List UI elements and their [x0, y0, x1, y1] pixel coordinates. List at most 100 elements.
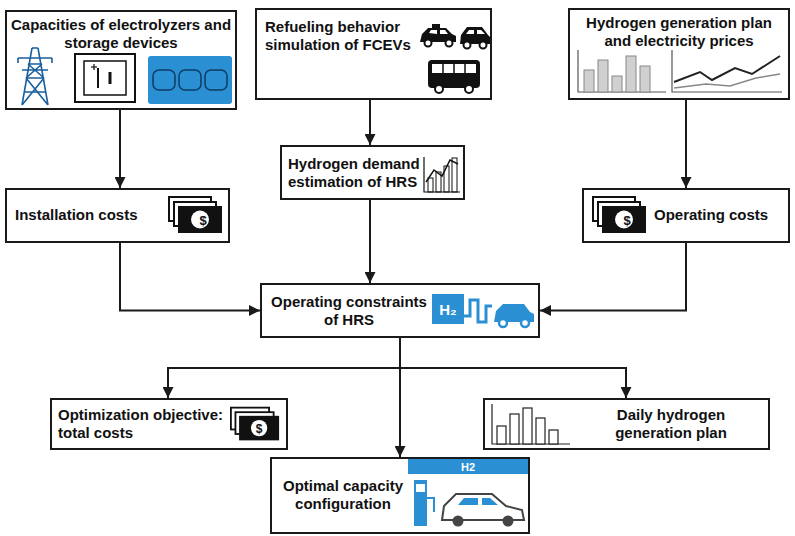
- box-label: Daily hydrogen generation plan: [577, 406, 765, 442]
- price-line-chart: [672, 50, 782, 92]
- station-car-icon: [408, 459, 528, 527]
- box-label: Capacities of electrolyzers and storage …: [9, 16, 233, 52]
- demand-chart-icon: [424, 157, 460, 192]
- flow-arrow: [369, 100, 371, 145]
- input-box: Refueling behavior simulation of FCEVs: [255, 8, 492, 100]
- icon-part: [497, 426, 506, 444]
- icon-part: [432, 294, 464, 324]
- demand-box: Hydrogen demand estimation of HRS: [280, 145, 465, 200]
- output-box: Daily hydrogen generation plan: [483, 398, 770, 450]
- flow-arrow: [685, 100, 687, 188]
- icon-part: [536, 418, 545, 444]
- icon-part: [464, 300, 492, 322]
- icon-part: [458, 498, 498, 505]
- icon-part: [464, 42, 471, 49]
- currency-symbol: $: [199, 214, 206, 227]
- constraint-box: Operating constraints of HRS: [260, 283, 540, 338]
- icon-part: [549, 430, 558, 444]
- icon-part: [148, 56, 232, 104]
- icon-part: [432, 64, 476, 73]
- icon-part: [442, 64, 444, 73]
- box-label: Refueling behavior simulation of FCEVs: [265, 18, 415, 54]
- flow-arrow: [540, 243, 686, 311]
- cost-box: Installation costs: [5, 188, 230, 243]
- icon-part: [429, 30, 448, 34]
- storage-tanks: [148, 56, 232, 104]
- icon-part: [612, 76, 622, 92]
- icon-part: [75, 54, 135, 102]
- icon-part: [427, 498, 434, 512]
- icon-part: [424, 157, 460, 192]
- icon-part: [416, 484, 425, 492]
- icon-part: [674, 56, 780, 82]
- icon-part: [205, 70, 227, 90]
- transmission-tower: [18, 48, 52, 105]
- input-box: Hydrogen generation plan and electricity…: [568, 8, 790, 100]
- car-icon: [460, 27, 490, 49]
- icon-part: [672, 50, 782, 92]
- icon-part: [428, 178, 433, 192]
- box-label: Operating costs: [654, 206, 786, 224]
- text-area: Hydrogen demand estimation of HRS: [288, 155, 426, 191]
- electrolyzer-symbol: [75, 54, 135, 102]
- flow-arrow: [119, 110, 121, 188]
- box-label: Operating constraints of HRS: [268, 293, 430, 329]
- box-label: Optimal capacity configuration: [276, 477, 410, 513]
- icon-part: [523, 408, 532, 444]
- flow-arrow: [400, 338, 626, 398]
- icon-part: [466, 30, 485, 34]
- taxi-icon: [420, 24, 456, 47]
- flow-arrow: [120, 243, 260, 311]
- hydrogen-mark: H₂: [439, 302, 457, 317]
- icon-part: [97, 68, 99, 88]
- money-icon: [593, 197, 645, 232]
- text-area: Hydrogen generation plan and electricity…: [572, 14, 786, 50]
- input-box: Capacities of electrolyzers and storage …: [5, 10, 237, 110]
- flow-arrow: [369, 200, 371, 283]
- bus-icon: [428, 60, 480, 93]
- flow-arrow: [168, 338, 400, 398]
- icon-part: [640, 66, 650, 92]
- currency-symbol: $: [623, 214, 630, 227]
- objective-box: Optimization objective: total costs: [50, 398, 288, 450]
- text-area: Operating costs: [654, 206, 786, 224]
- bar-chart-icon: [578, 50, 666, 92]
- text-area: Installation costs: [15, 206, 167, 224]
- icon-part: [84, 61, 126, 95]
- text-area: Daily hydrogen generation plan: [577, 406, 765, 442]
- text-area: Operating constraints of HRS: [268, 293, 430, 329]
- money-icon: [231, 408, 278, 440]
- icon-part: [425, 40, 432, 47]
- icon-part: [153, 70, 175, 90]
- text-area: Capacities of electrolyzers and storage …: [9, 16, 233, 52]
- icon-part: [435, 85, 443, 93]
- icon-part: [179, 70, 201, 90]
- icon-part: [453, 516, 464, 527]
- icon-part: [626, 56, 636, 92]
- icon-part: [578, 50, 666, 92]
- icon-part: [442, 494, 524, 520]
- generation-plan-bars: [492, 404, 570, 444]
- icon-part: [503, 516, 514, 527]
- icon-part: [414, 480, 427, 526]
- icon-part: [432, 24, 440, 28]
- icon-part: [598, 60, 608, 92]
- icon-part: [91, 66, 97, 67]
- icon-part: [464, 64, 466, 73]
- icon-part: [480, 42, 487, 49]
- icon-part: [674, 74, 780, 88]
- box-label: Optimization objective: total costs: [58, 406, 234, 442]
- box-label: Hydrogen demand estimation of HRS: [288, 155, 426, 191]
- icon-part: [428, 60, 480, 88]
- result-box: Optimal capacity configuration: [270, 457, 530, 534]
- icon-part: [521, 319, 529, 327]
- hydrogen-station-icon: [432, 294, 534, 327]
- box-label: Hydrogen generation plan and electricity…: [572, 14, 786, 50]
- icon-part: [426, 160, 458, 182]
- icon-part: [446, 40, 453, 47]
- text-area: Optimal capacity configuration: [276, 477, 410, 513]
- text-area: Optimization objective: total costs: [58, 406, 234, 442]
- icon-part: [465, 85, 473, 93]
